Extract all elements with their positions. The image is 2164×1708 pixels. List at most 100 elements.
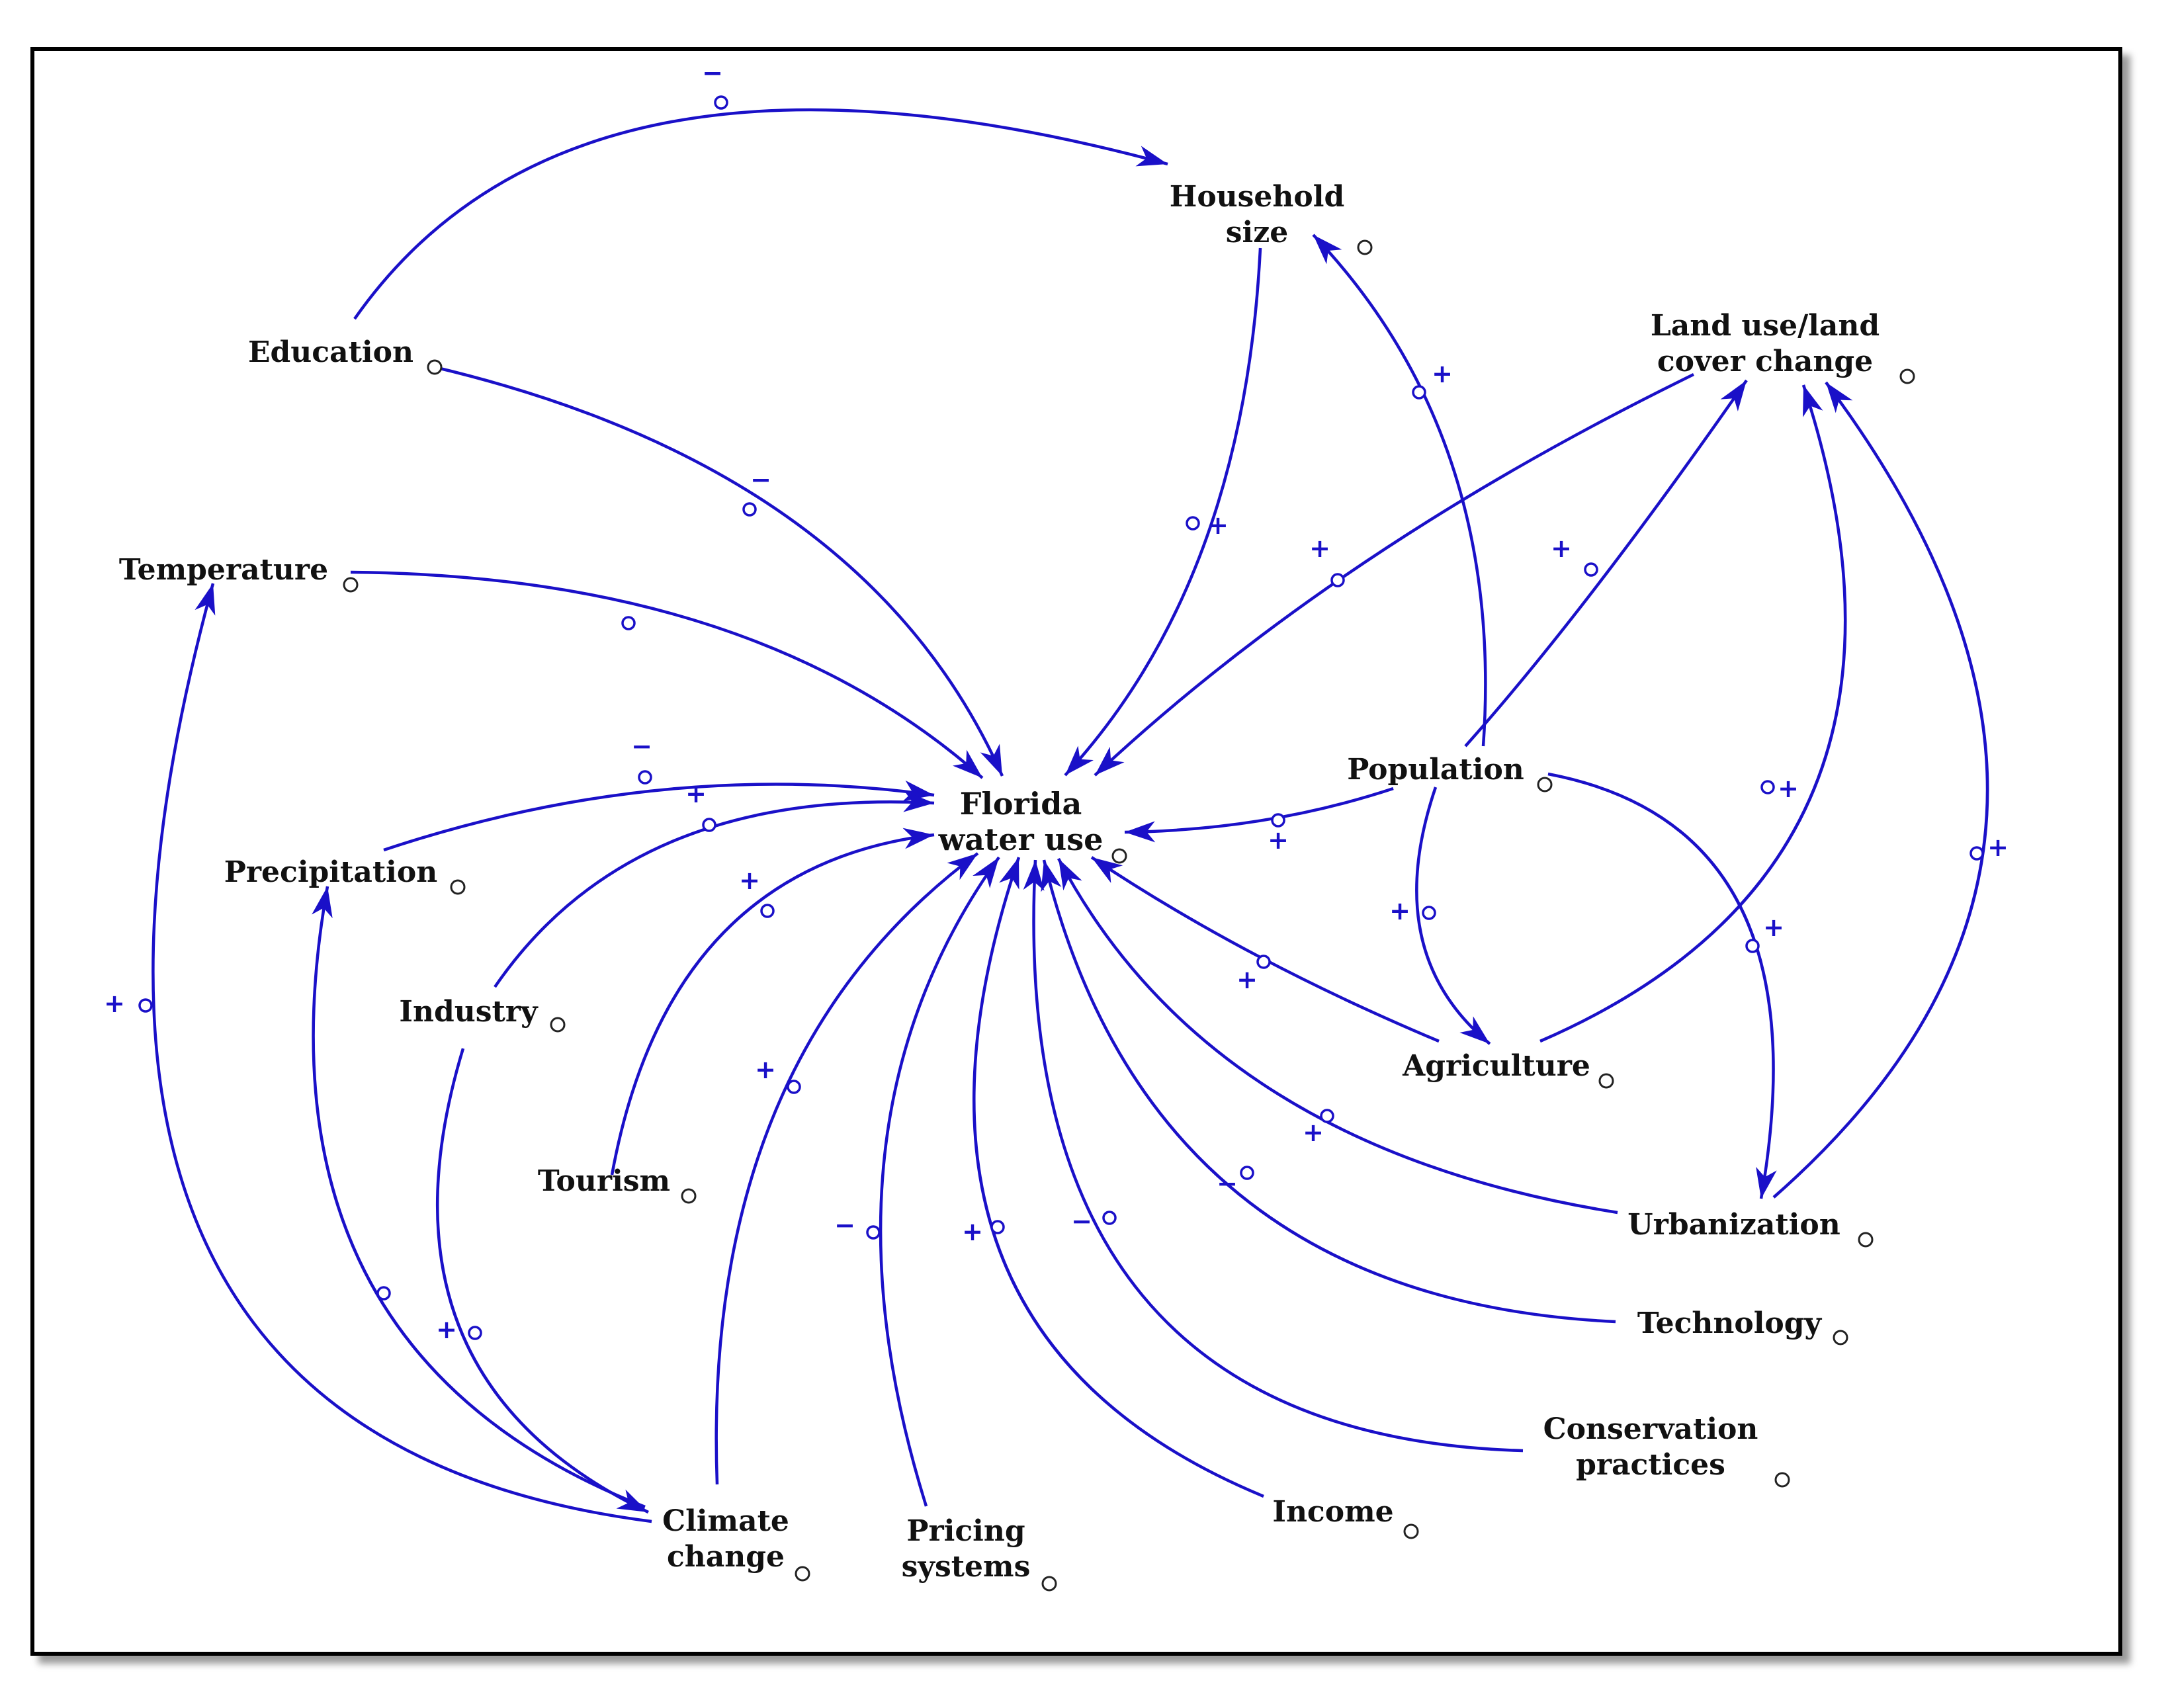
link-income-to-florida: +: [962, 857, 1264, 1498]
node-household-label-line-2: size: [1226, 216, 1288, 249]
node-climate-label-line-2: change: [667, 1540, 785, 1574]
link-education-to-florida-arrowhead: [980, 744, 1002, 776]
link-landuse-to-florida-midpoint: [1330, 573, 1345, 587]
link-industry-to-florida-arrowhead: [903, 790, 934, 812]
link-population-to-household-arrowhead: [1313, 235, 1342, 265]
link-industry-to-florida-polarity: +: [685, 779, 707, 808]
node-agriculture-label-line-1: Agriculture: [1402, 1049, 1590, 1083]
link-climate-to-florida-midpoint: [787, 1080, 801, 1094]
node-pricing-label-line-2: systems: [902, 1550, 1031, 1584]
node-industry: Industry: [399, 995, 566, 1033]
link-population-to-florida-polarity: +: [1268, 826, 1289, 855]
link-urbanization-to-landuse-polarity: +: [1987, 833, 2009, 862]
link-industry-to-climate-polarity: +: [436, 1315, 457, 1344]
link-tourism-to-florida: +: [610, 828, 935, 1175]
node-precipitation-label-line-1: Precipitation: [224, 855, 437, 889]
link-urbanization-to-florida-midpoint: [1320, 1109, 1334, 1123]
link-tourism-to-florida-midpoint: [760, 904, 775, 918]
link-agriculture-to-florida-polarity: +: [1236, 965, 1258, 994]
link-urbanization-to-florida-polarity: +: [1303, 1118, 1324, 1147]
link-conservation-to-florida-midpoint: [1102, 1211, 1117, 1225]
link-income-to-florida-line: [973, 857, 1264, 1498]
link-pricing-to-florida-midpoint: [866, 1225, 881, 1240]
node-precipitation: Precipitation: [224, 855, 466, 895]
link-population-to-landuse: +: [1464, 379, 1748, 747]
node-precipitation-marker: [450, 879, 466, 895]
link-temperature-to-florida-arrowhead: [952, 749, 982, 778]
node-landuse-marker: [1899, 368, 1915, 384]
link-temperature-to-florida-midpoint: [621, 616, 636, 630]
link-population-to-agriculture: +: [1389, 787, 1491, 1045]
link-industry-to-climate-line: [435, 1048, 649, 1514]
link-precipitation-to-florida: −: [383, 732, 935, 852]
link-industry-to-florida: +: [494, 779, 935, 988]
link-climate-to-temperature-polarity: +: [104, 989, 125, 1018]
node-population-label-line-1: Population: [1347, 753, 1524, 787]
link-income-to-florida-arrowhead: [999, 857, 1019, 890]
node-temperature: Temperature: [119, 553, 359, 593]
link-climate-to-florida-arrowhead: [947, 853, 978, 880]
link-technology-to-florida-midpoint: [1240, 1166, 1254, 1180]
link-education-to-florida-polarity: −: [750, 465, 771, 494]
link-education-to-household-polarity: −: [702, 58, 723, 87]
link-industry-to-climate-arrowhead: [616, 1489, 648, 1512]
node-household-label-line-1: Household: [1170, 180, 1345, 214]
link-pricing-to-florida-polarity: −: [834, 1211, 855, 1240]
link-urbanization-to-landuse-midpoint: [1969, 846, 1984, 861]
link-population-to-agriculture-line: [1415, 787, 1491, 1045]
link-tourism-to-florida-polarity: +: [739, 866, 760, 895]
node-income-marker: [1403, 1523, 1419, 1539]
link-agriculture-to-florida: +: [1090, 856, 1440, 1043]
link-population-to-household: +: [1312, 234, 1487, 747]
node-tourism: Tourism: [538, 1164, 697, 1204]
node-temperature-label-line-1: Temperature: [119, 553, 328, 587]
link-urbanization-to-florida: +: [1057, 857, 1618, 1215]
node-education-label-line-1: Education: [248, 335, 413, 369]
link-household-to-florida-line: [1064, 247, 1262, 777]
link-industry-to-florida-line: [494, 800, 935, 988]
link-agriculture-to-landuse-arrowhead: [1803, 385, 1823, 417]
link-population-to-agriculture-midpoint: [1422, 906, 1436, 920]
node-income-label-line-1: Income: [1272, 1495, 1393, 1529]
link-climate-to-florida-polarity: +: [755, 1055, 776, 1084]
link-climate-to-temperature-arrowhead: [195, 583, 216, 616]
link-urbanization-to-landuse-line: [1772, 381, 1989, 1199]
link-landuse-to-florida-arrowhead: [1095, 746, 1125, 775]
link-technology-to-florida: −: [1041, 859, 1616, 1324]
link-population-to-urbanization-midpoint: [1745, 939, 1760, 953]
link-landuse-to-florida-line: [1094, 372, 1694, 777]
node-tourism-marker: [681, 1188, 697, 1204]
link-population-to-urbanization-arrowhead: [1756, 1166, 1777, 1199]
link-urbanization-to-florida-arrowhead: [1059, 859, 1082, 891]
node-population-marker: [1537, 777, 1553, 792]
link-industry-to-climate-midpoint: [468, 1326, 482, 1340]
link-technology-to-florida-arrowhead: [1041, 860, 1062, 892]
link-education-to-household-line: [353, 108, 1168, 320]
link-landuse-to-florida-polarity: +: [1309, 534, 1330, 563]
node-temperature-marker: [343, 577, 359, 593]
node-household-marker: [1357, 239, 1373, 255]
link-education-to-florida: −: [434, 365, 1004, 777]
link-household-to-florida: +: [1064, 247, 1262, 777]
link-population-to-florida-line: [1124, 787, 1394, 834]
node-technology-marker: [1833, 1330, 1848, 1345]
link-population-to-urbanization-polarity: +: [1763, 913, 1784, 942]
link-climate-to-precipitation-line: [312, 886, 646, 1509]
link-conservation-to-florida-polarity: −: [1071, 1207, 1092, 1236]
link-precipitation-to-florida-polarity: −: [631, 732, 652, 761]
link-household-to-florida-polarity: +: [1207, 511, 1229, 540]
link-climate-to-temperature-line: [151, 583, 652, 1523]
link-tourism-to-florida-line: [610, 833, 935, 1175]
link-household-to-florida-midpoint: [1186, 516, 1200, 531]
link-technology-to-florida-polarity: −: [1217, 1169, 1238, 1198]
link-climate-to-temperature-midpoint: [138, 998, 153, 1013]
link-population-to-agriculture-arrowhead: [1459, 1016, 1490, 1044]
link-climate-to-precipitation: [312, 886, 646, 1509]
link-agriculture-to-landuse-line: [1539, 384, 1847, 1043]
node-population: Population: [1347, 753, 1553, 792]
link-population-to-landuse-arrowhead: [1720, 380, 1747, 411]
